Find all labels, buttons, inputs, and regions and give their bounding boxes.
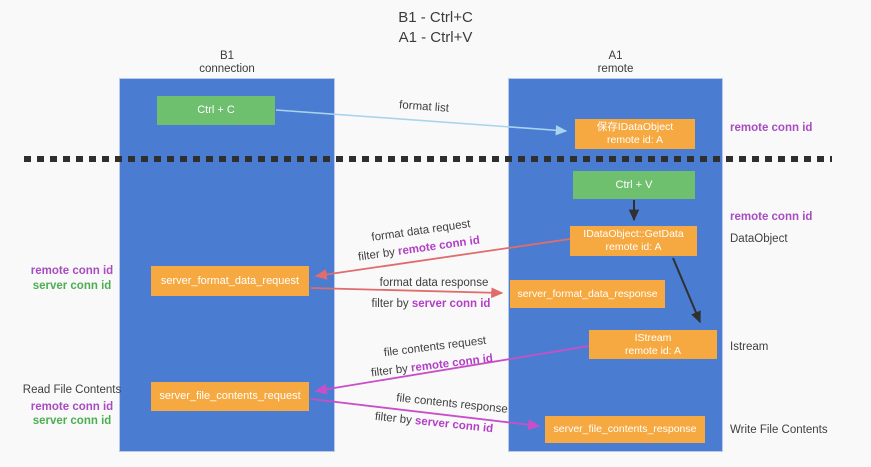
label-file-contents-response: file contents response <box>395 392 509 416</box>
filter-prefix: filter by <box>357 245 399 264</box>
label-left-server-conn-id-read: server conn id <box>32 415 112 427</box>
label-right-remote-conn-id-top: remote conn id <box>730 122 813 134</box>
label-format-list: format list <box>398 99 450 115</box>
node-save-idataobject: 保存IDataObject remote id: A <box>575 119 695 149</box>
node-istream: IStream remote id: A <box>589 330 717 359</box>
label-read-file-contents: Read File Contents <box>22 384 122 396</box>
node-save-idataobject-line1: 保存IDataObject <box>596 121 674 133</box>
filter-server-conn-id: server conn id <box>411 298 491 310</box>
node-getdata-line1: IDataObject::GetData <box>583 228 684 240</box>
node-file-request-label: server_file_contents_request <box>159 390 301 402</box>
node-file-response-label: server_file_contents_response <box>553 423 697 435</box>
node-getdata-line2: remote id: A <box>605 241 662 253</box>
lane-b1-name: B1 <box>219 50 235 62</box>
label-format-data-response: format data response <box>379 277 489 289</box>
node-server-format-data-request: server_format_data_request <box>151 266 309 296</box>
node-idataobject-getdata: IDataObject::GetData remote id: A <box>570 226 697 256</box>
label-write-file-contents: Write File Contents <box>730 424 828 436</box>
node-server-file-contents-response: server_file_contents_response <box>545 416 705 443</box>
title-line-1: B1 - Ctrl+C <box>398 9 473 26</box>
lane-header-b1: B1 connection <box>119 50 335 76</box>
node-save-idataobject-line2: remote id: A <box>606 134 664 146</box>
node-ctrl-v-label: Ctrl + V <box>615 178 653 191</box>
node-istream-line1: IStream <box>634 331 672 344</box>
label-left-server-conn-id-format: server conn id <box>32 280 112 292</box>
title-line-2: A1 - Ctrl+V <box>398 29 473 46</box>
label-istream: Istream <box>730 341 769 353</box>
label-format-response-filter: filter by server conn id <box>372 298 491 310</box>
label-left-remote-conn-id-format: remote conn id <box>30 265 114 277</box>
label-dataobject: DataObject <box>730 233 788 245</box>
label-right-remote-conn-id-mid: remote conn id <box>730 211 813 223</box>
phase-divider-dashed-line <box>24 156 832 162</box>
node-istream-line2: remote id: A <box>624 344 682 357</box>
filter-prefix: filter by <box>370 362 412 380</box>
node-ctrl-c: Ctrl + C <box>157 96 275 125</box>
lane-a1-subtitle: remote <box>597 63 634 75</box>
node-server-file-contents-request: server_file_contents_request <box>151 382 309 411</box>
diagram-title: B1 - Ctrl+C A1 - Ctrl+V <box>0 8 871 48</box>
label-left-remote-conn-id-read: remote conn id <box>30 401 114 413</box>
lane-a1-name: A1 <box>608 50 623 62</box>
node-ctrl-c-label: Ctrl + C <box>197 104 235 116</box>
lane-b1-subtitle: connection <box>199 63 255 75</box>
filter-prefix: filter by <box>371 298 412 310</box>
node-server-format-data-response: server_format_data_response <box>510 280 665 308</box>
filter-prefix: filter by <box>374 410 416 427</box>
filter-remote-conn-id: remote conn id <box>410 352 494 375</box>
node-format-response-label: server_format_data_response <box>517 287 658 300</box>
lane-header-a1: A1 remote <box>508 50 723 76</box>
node-format-request-label: server_format_data_request <box>160 274 300 287</box>
label-file-response-filter: filter by server conn id <box>374 411 493 435</box>
filter-server-conn-id: server conn id <box>414 415 494 436</box>
node-ctrl-v: Ctrl + V <box>573 171 695 199</box>
